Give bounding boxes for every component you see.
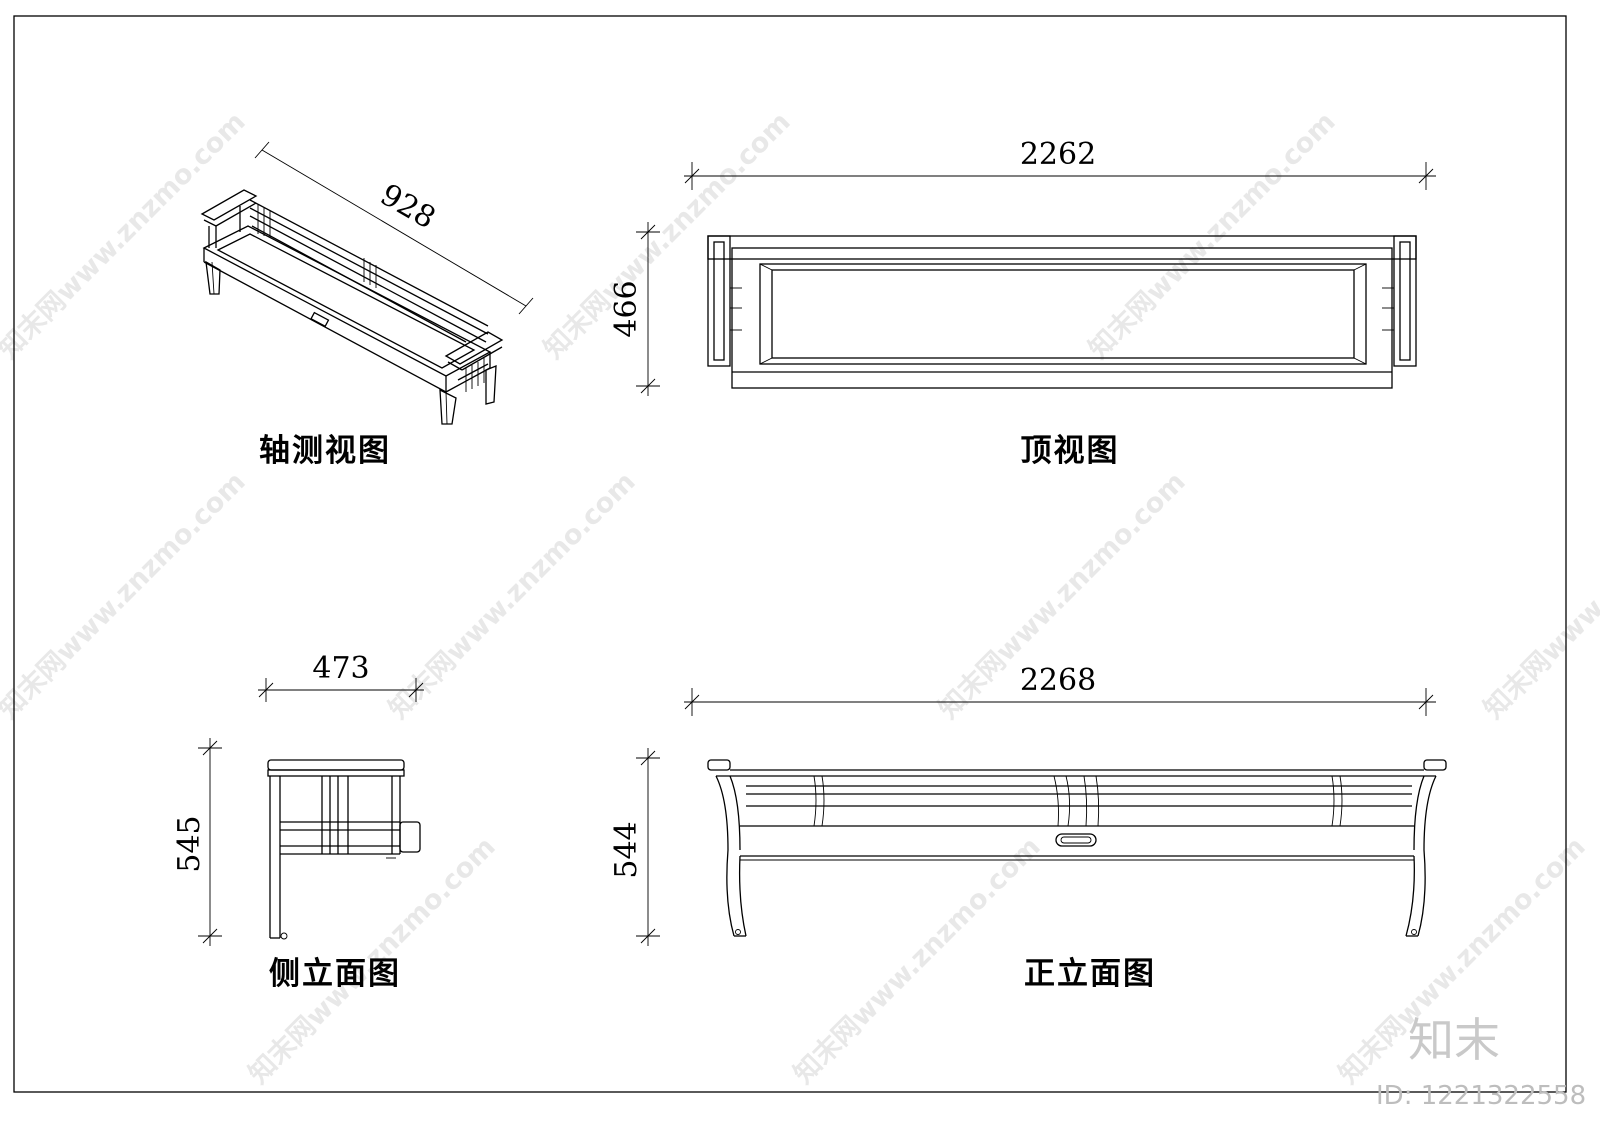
top-caption: 顶视图 [1021, 433, 1120, 469]
side-dim-height: 545 [172, 815, 207, 872]
top-dim-width: 2262 [1020, 137, 1096, 172]
front-view: 2268 544 [609, 663, 1447, 992]
watermark-text: 知末网www.znzmo.com [383, 466, 642, 725]
top-dim-depth: 466 [609, 280, 644, 337]
watermark-text: 知末网www.znzmo.com [1478, 466, 1600, 725]
watermark-layer: 知末网www.znzmo.com 知末网www.znzmo.com 知末网www… [0, 106, 1600, 1090]
axonometric-caption: 轴测视图 [259, 433, 391, 469]
top-view: 2262 466 顶视图 [609, 137, 1436, 469]
watermark-brand: 知末 [1408, 1013, 1500, 1067]
axonometric-view: 928 [200, 141, 534, 469]
axonometric-dim-length: 928 [374, 177, 441, 236]
front-dim-width: 2268 [1020, 663, 1096, 698]
side-dim-width: 473 [312, 651, 369, 686]
watermark-image-id: ID: 1221322558 [1376, 1081, 1586, 1111]
watermark-text: 知末网www.znzmo.com [0, 466, 252, 725]
side-view: 473 545 侧立面图 [172, 651, 424, 992]
watermark-text: 知末网www.znzmo.com [0, 106, 252, 365]
side-caption: 侧立面图 [269, 956, 401, 992]
front-dim-height: 544 [609, 821, 644, 878]
sheet-border [13, 15, 1567, 1093]
front-caption: 正立面图 [1024, 956, 1156, 992]
watermark-text: 知末网www.znzmo.com [788, 831, 1047, 1090]
